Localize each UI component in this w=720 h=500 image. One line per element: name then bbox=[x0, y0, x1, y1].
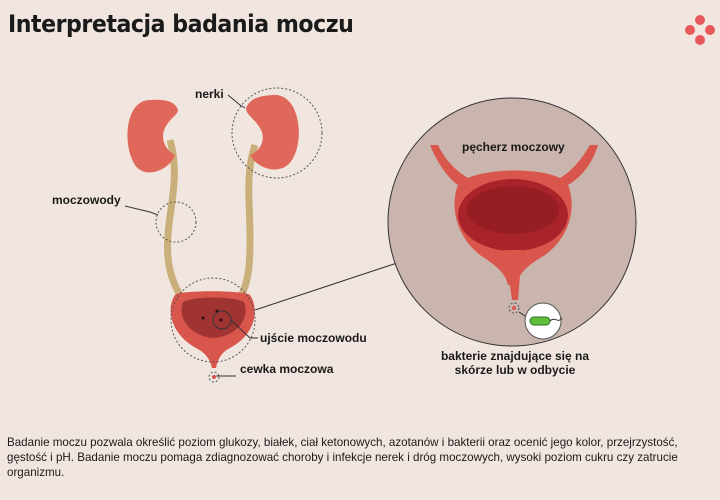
label-bacteria: bakterie znajdujące się na skórze lub w … bbox=[420, 349, 610, 377]
bladder-highlight-circle bbox=[170, 277, 256, 363]
label-bacteria-line1: bakterie znajdujące się na bbox=[440, 349, 590, 363]
label-kidneys: nerki bbox=[195, 87, 224, 101]
bacteria-icon bbox=[529, 316, 551, 326]
description-text: Badanie moczu pozwala określić poziom gl… bbox=[7, 436, 678, 479]
left-ureter bbox=[164, 139, 185, 300]
ureter-highlight-circle bbox=[155, 201, 197, 243]
page-title: Interpretacja badania moczu bbox=[8, 10, 354, 38]
label-bladder: pęcherz moczowy bbox=[462, 140, 565, 154]
left-kidney-icon bbox=[127, 99, 178, 173]
urinary-system-diagram bbox=[124, 87, 637, 383]
right-kidney-icon bbox=[246, 94, 299, 170]
label-bacteria-line2: skórze lub w odbycie bbox=[454, 363, 576, 377]
label-ureters: moczowody bbox=[52, 193, 121, 207]
label-ureter-opening: ujście moczowodu bbox=[260, 331, 367, 345]
right-ureter bbox=[236, 143, 259, 300]
brand-logo-icon bbox=[685, 15, 715, 45]
kidney-highlight-circle bbox=[231, 87, 323, 179]
urethra-opening bbox=[208, 371, 220, 383]
label-urethra: cewka moczowa bbox=[240, 362, 334, 376]
